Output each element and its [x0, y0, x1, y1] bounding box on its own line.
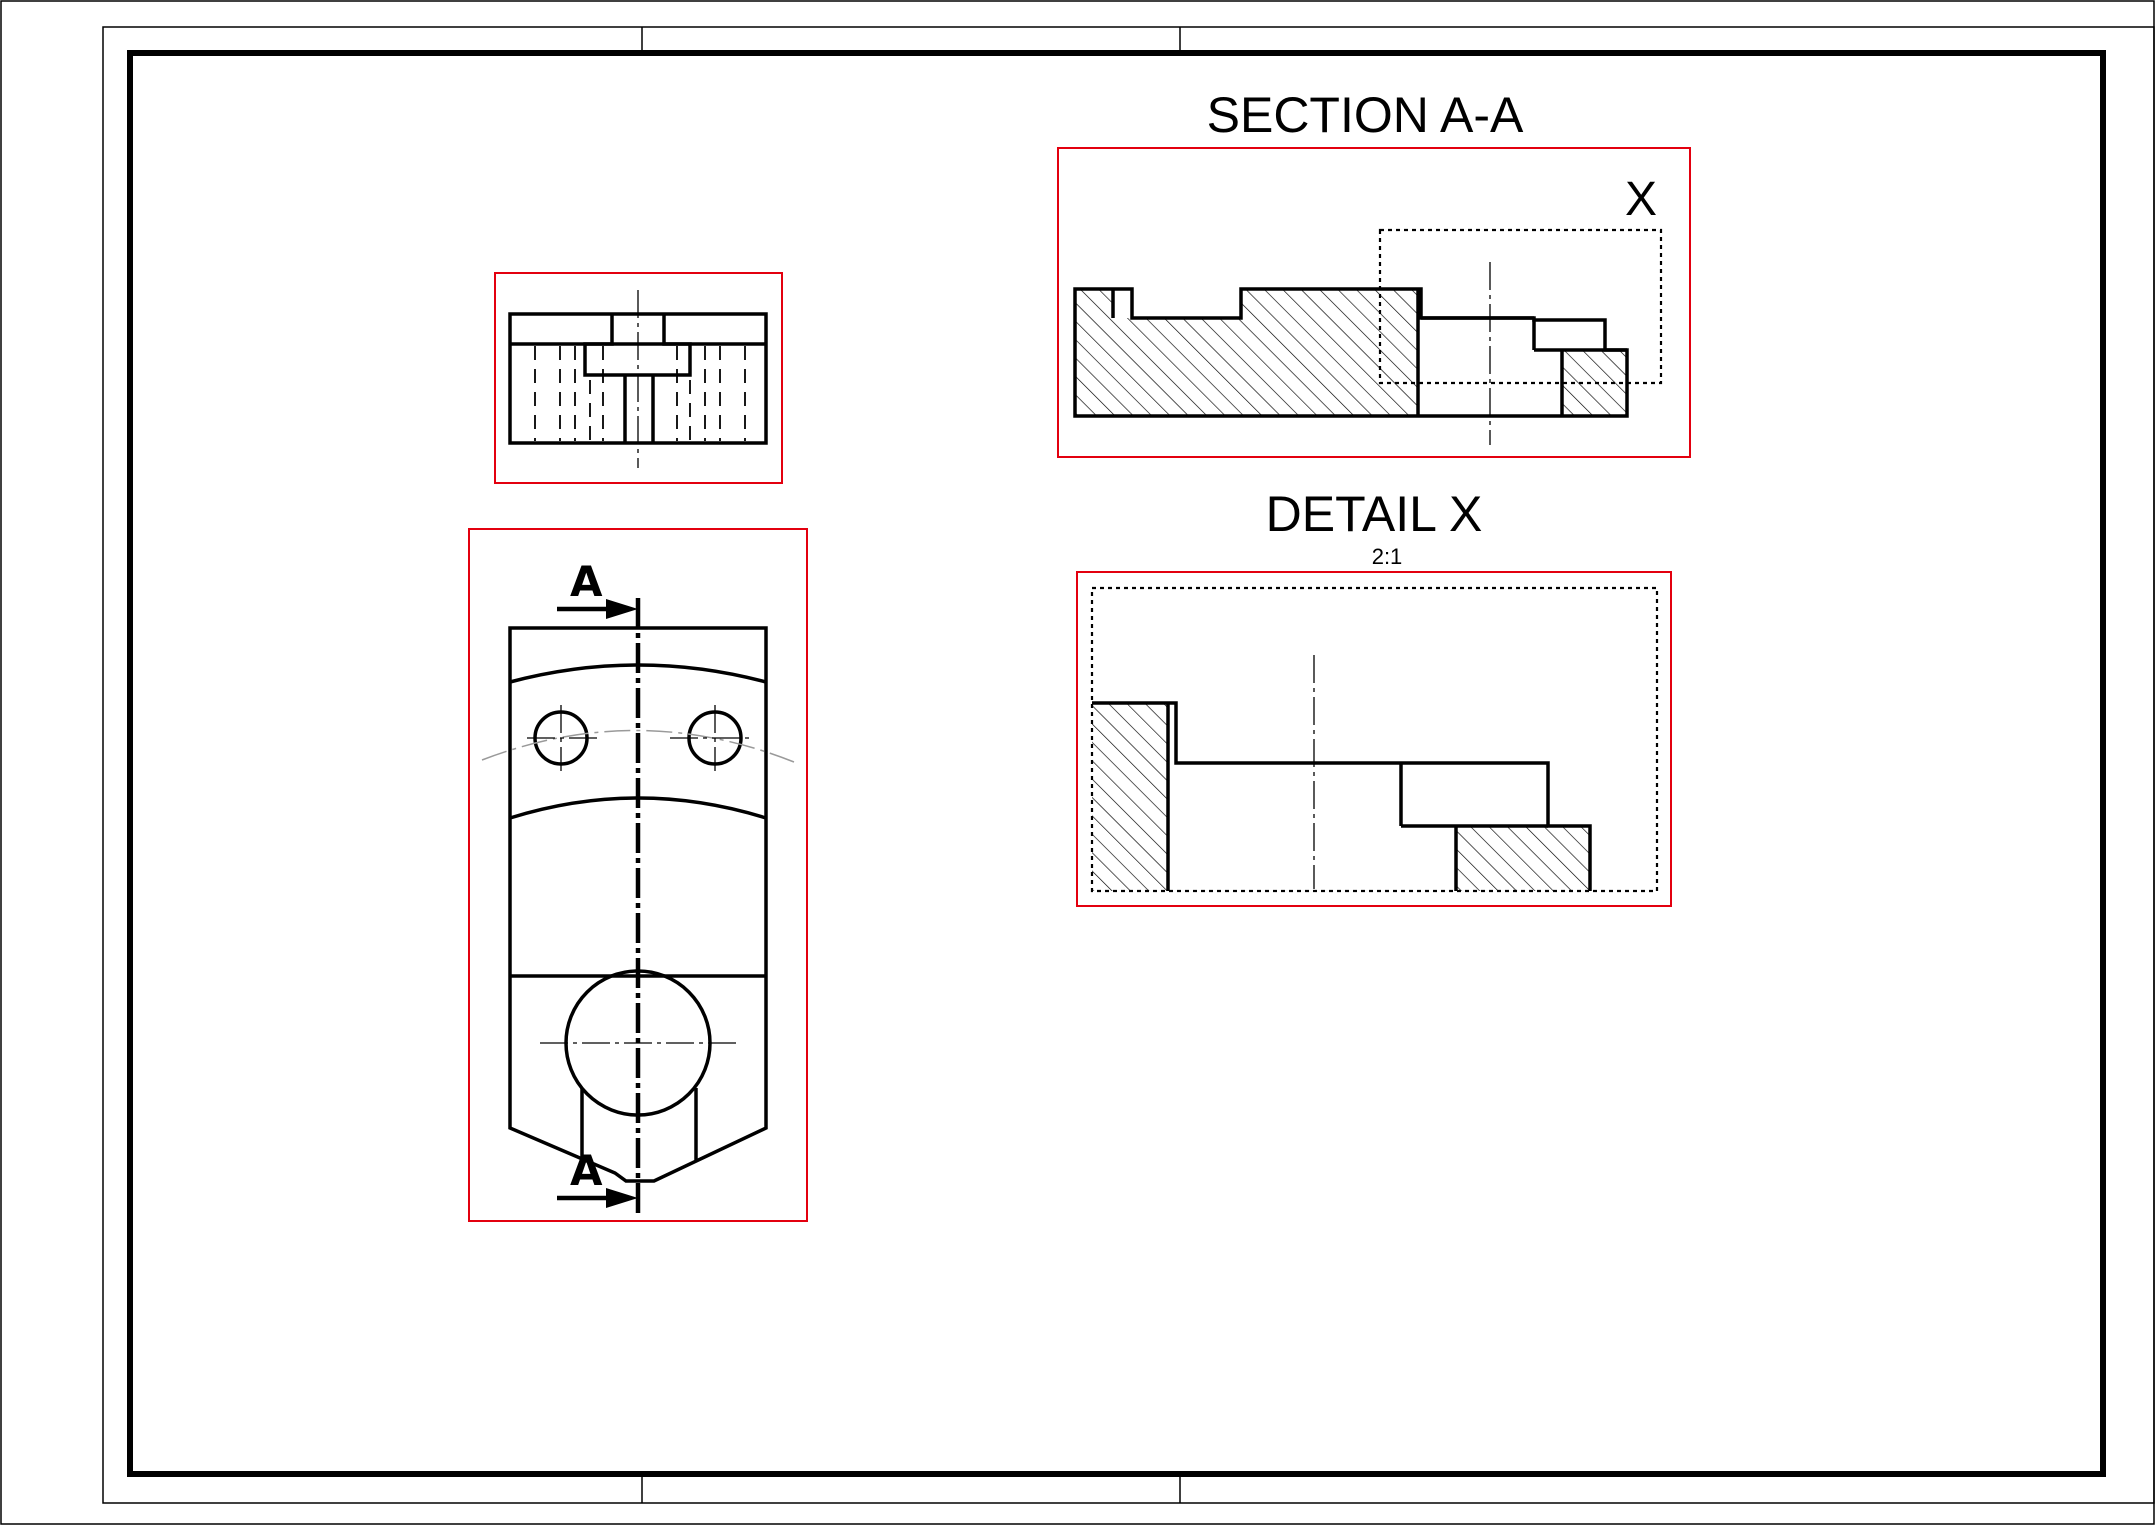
top-view-boundary [494, 272, 783, 484]
detail-callout-label: X [1625, 173, 1657, 226]
detail-hatch-left [1092, 703, 1168, 891]
detail-frame [1090, 586, 1659, 893]
cut-label-bottom: A [570, 1146, 603, 1195]
front-view-boundary [468, 528, 808, 1222]
detail-title: DETAIL X [1266, 486, 1483, 542]
section-title: SECTION A-A [1207, 87, 1524, 143]
section-view[interactable]: SECTION A-A X [1057, 87, 1691, 458]
top-view-hidden-lines [534, 346, 746, 441]
section-view-boundary [1057, 147, 1691, 458]
cut-arrow-bottom [557, 1188, 638, 1208]
bolt-circle-arc [481, 729, 795, 763]
detail-outline [1092, 701, 1592, 891]
detail-scale: 2:1 [1372, 544, 1403, 569]
detail-hatch-right [1456, 826, 1590, 891]
front-view[interactable]: A A [468, 528, 808, 1222]
cut-arrow-top [557, 599, 638, 619]
top-view[interactable] [494, 272, 783, 484]
detail-view-boundary [1076, 571, 1672, 907]
sheet-trim-frame [102, 26, 2155, 1504]
cut-label-top: A [570, 557, 603, 606]
sheet-drawing-border [127, 50, 2106, 1477]
section-hatch-left [1075, 289, 1418, 416]
zone-marks [641, 27, 1181, 1503]
section-outline [1073, 287, 1629, 418]
detail-view[interactable]: DETAIL X 2:1 [1076, 486, 1672, 907]
